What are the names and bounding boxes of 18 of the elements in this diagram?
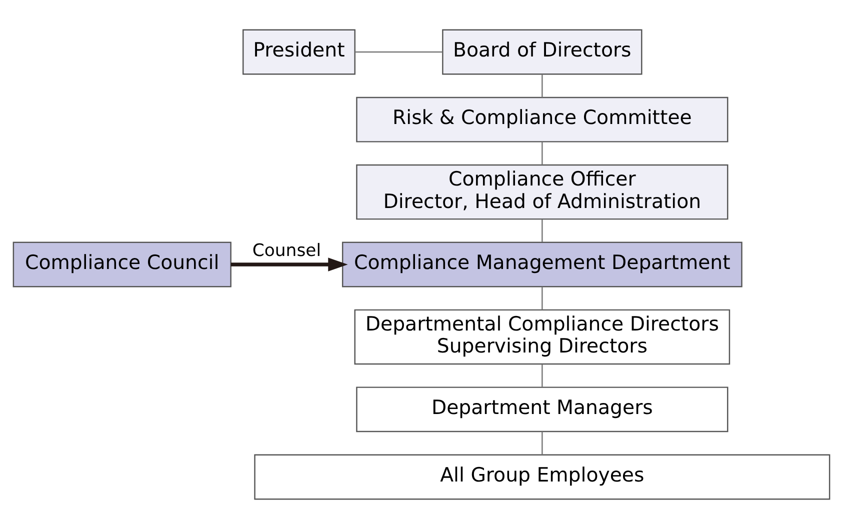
connector (355, 51, 442, 53)
connector (542, 432, 543, 455)
node-box: Compliance Management Department (342, 242, 742, 288)
node-box: Board of Directors (442, 29, 642, 75)
node-box: President (242, 29, 356, 75)
arrow (230, 258, 348, 272)
node-box: Risk & Compliance Committee (356, 96, 728, 142)
node-box: Department Managers (356, 386, 728, 432)
node-box: Departmental Compliance Directors Supervising Directors (354, 309, 730, 365)
node-box: Compliance Officer Director, Head of Administration (356, 164, 728, 220)
connector (542, 286, 543, 310)
connector (542, 74, 543, 98)
node-box: Compliance Council (12, 242, 232, 288)
connector (542, 142, 543, 165)
connector (542, 219, 543, 242)
connector (542, 364, 543, 387)
node-box: All Group Employees (254, 454, 830, 500)
edge-label: Counsel (252, 241, 322, 262)
